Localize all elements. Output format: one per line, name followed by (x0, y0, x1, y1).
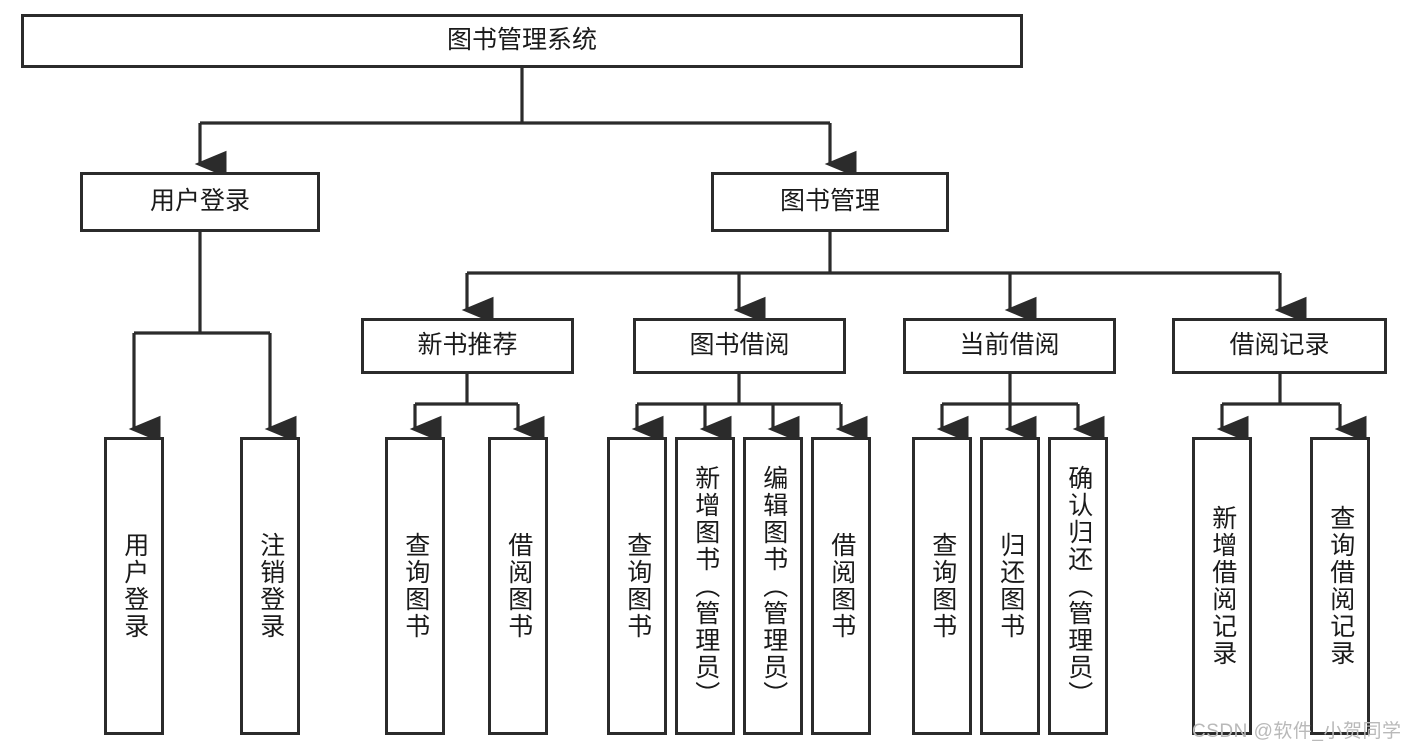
node-book-borrow[interactable]: 图书借阅 (633, 318, 846, 374)
node-leaf-confirm-return-label: 确认归还（管理员） (1064, 464, 1093, 708)
node-leaf-logout-label: 注销登录 (256, 532, 285, 640)
node-current-borrow[interactable]: 当前借阅 (903, 318, 1116, 374)
node-leaf-query-record-label: 查询借阅记录 (1326, 505, 1355, 667)
node-leaf-query-book-2-label: 查询图书 (623, 532, 652, 640)
node-leaf-user-login[interactable]: 用户登录 (104, 437, 164, 735)
node-leaf-logout[interactable]: 注销登录 (240, 437, 300, 735)
node-leaf-return-book-label: 归还图书 (996, 532, 1025, 640)
node-leaf-add-book-label: 新增图书（管理员） (691, 464, 720, 708)
node-leaf-query-book-3[interactable]: 查询图书 (912, 437, 972, 735)
node-leaf-add-book[interactable]: 新增图书（管理员） (675, 437, 735, 735)
node-leaf-user-login-label: 用户登录 (120, 532, 149, 640)
node-root-label: 图书管理系统 (446, 26, 597, 55)
node-new-book-rec[interactable]: 新书推荐 (361, 318, 574, 374)
node-leaf-borrow-book-1[interactable]: 借阅图书 (488, 437, 548, 735)
node-leaf-query-book-1-label: 查询图书 (401, 532, 430, 640)
node-book-manage-label: 图书管理 (779, 187, 880, 216)
node-leaf-query-record[interactable]: 查询借阅记录 (1310, 437, 1370, 735)
node-book-manage[interactable]: 图书管理 (711, 172, 949, 232)
node-leaf-query-book-2[interactable]: 查询图书 (607, 437, 667, 735)
node-leaf-confirm-return[interactable]: 确认归还（管理员） (1048, 437, 1108, 735)
node-leaf-borrow-book-2[interactable]: 借阅图书 (811, 437, 871, 735)
node-leaf-add-record[interactable]: 新增借阅记录 (1192, 437, 1252, 735)
node-leaf-edit-book-label: 编辑图书（管理员） (759, 464, 788, 708)
node-leaf-add-record-label: 新增借阅记录 (1208, 505, 1237, 667)
node-user-login[interactable]: 用户登录 (80, 172, 320, 232)
node-new-book-rec-label: 新书推荐 (417, 331, 518, 360)
node-root[interactable]: 图书管理系统 (21, 14, 1023, 68)
watermark-text: CSDN @软件_小贺同学 (1192, 721, 1402, 742)
node-borrow-record[interactable]: 借阅记录 (1172, 318, 1387, 374)
node-book-borrow-label: 图书借阅 (689, 331, 790, 360)
node-leaf-borrow-book-2-label: 借阅图书 (827, 532, 856, 640)
node-user-login-label: 用户登录 (149, 187, 250, 216)
node-leaf-query-book-1[interactable]: 查询图书 (385, 437, 445, 735)
node-borrow-record-label: 借阅记录 (1229, 331, 1330, 360)
node-current-borrow-label: 当前借阅 (959, 331, 1060, 360)
node-leaf-return-book[interactable]: 归还图书 (980, 437, 1040, 735)
node-leaf-query-book-3-label: 查询图书 (928, 532, 957, 640)
node-leaf-edit-book[interactable]: 编辑图书（管理员） (743, 437, 803, 735)
node-leaf-borrow-book-1-label: 借阅图书 (504, 532, 533, 640)
